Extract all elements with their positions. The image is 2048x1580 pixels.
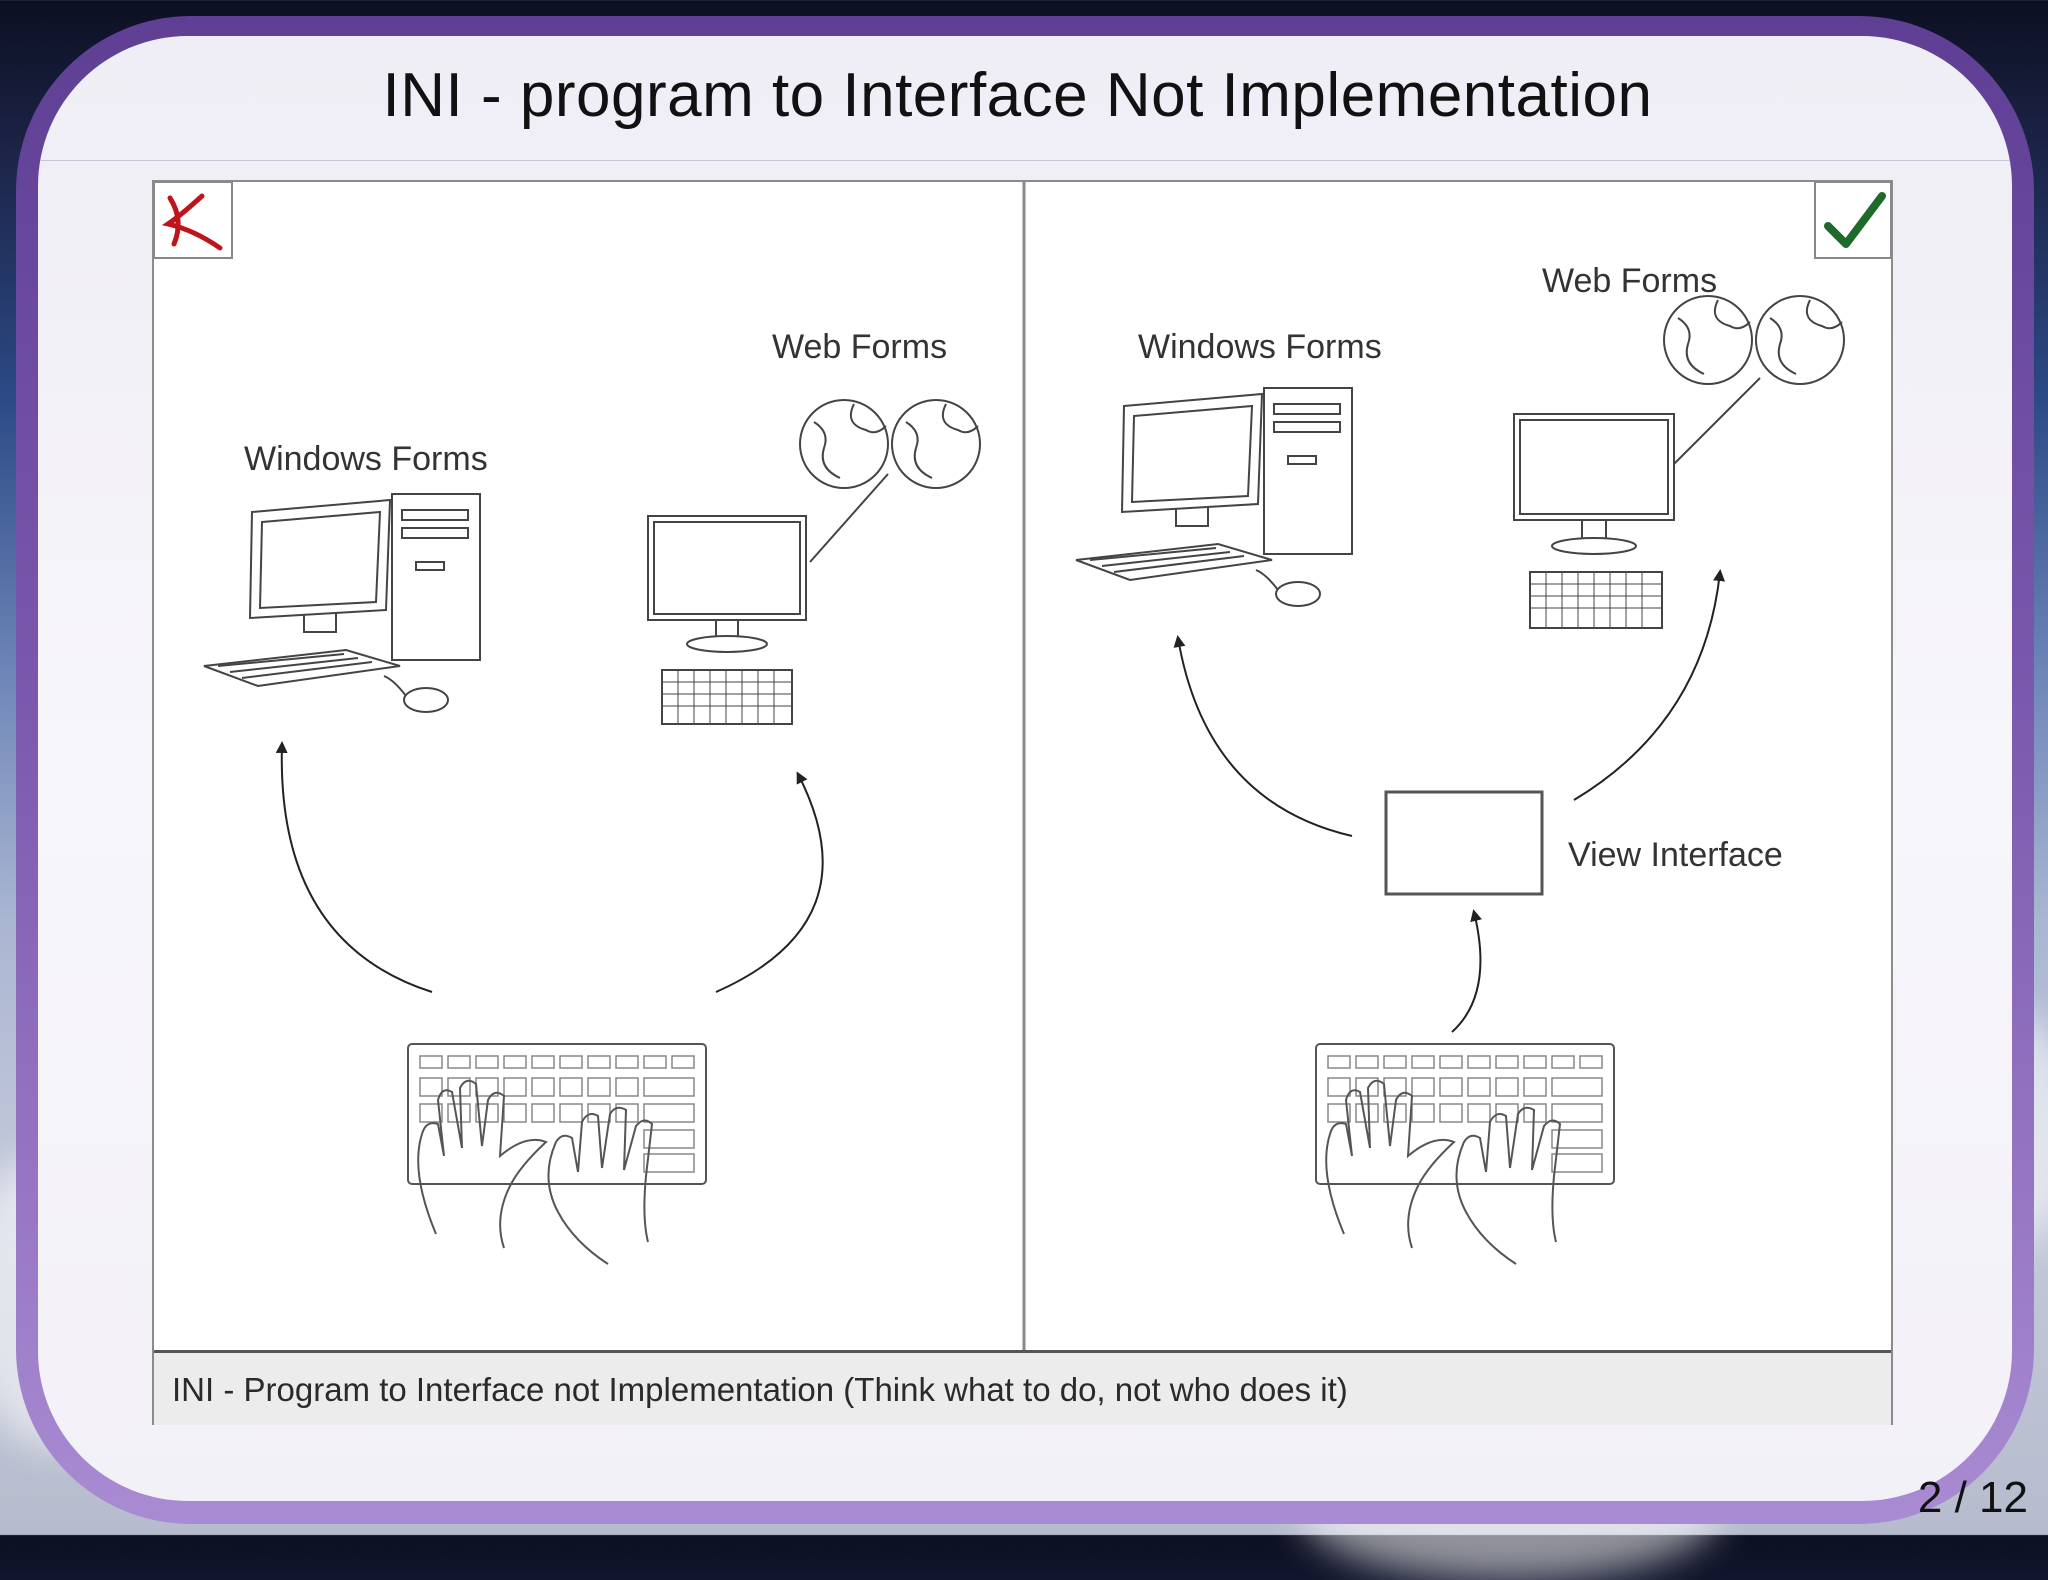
arrow-interface-to-web-forms <box>1573 569 1726 801</box>
left-windows-forms-label: Windows Forms <box>244 440 488 478</box>
right-web-forms-label: Web Forms <box>1542 262 1718 300</box>
right-windows-forms-label: Windows Forms <box>1138 328 1382 366</box>
view-interface-label: View Interface <box>1568 836 1783 874</box>
arrow-interface-to-windows-forms <box>1173 635 1353 837</box>
diagram-illustration <box>154 182 1891 1350</box>
left-web-forms-label: Web Forms <box>772 328 948 366</box>
web-globe-icon <box>1663 295 1845 465</box>
arrow-to-web-forms <box>715 771 824 993</box>
diagram-panel: Windows Forms Web Forms Windows Forms We… <box>152 180 1893 1425</box>
keyboard-hands-icon <box>407 1043 707 1265</box>
web-globe-icon <box>799 399 981 563</box>
windows-desktop-pc-icon <box>203 493 481 713</box>
view-interface-box <box>1384 790 1544 896</box>
green-checkmark-icon <box>1814 182 1891 259</box>
title-divider <box>40 160 2010 161</box>
web-monitor-icon <box>1513 413 1675 629</box>
web-monitor-icon <box>647 515 807 725</box>
diagram-caption: INI - Program to Interface not Implement… <box>172 1371 1348 1408</box>
diagram-caption-bar: INI - Program to Interface not Implement… <box>154 1350 1891 1425</box>
arrow-keyboard-to-interface <box>1451 909 1482 1033</box>
slide-title: INI - program to Interface Not Implement… <box>382 61 1653 130</box>
keyboard-hands-icon <box>1315 1043 1615 1265</box>
page-number: 2 / 12 <box>1917 1473 2028 1522</box>
red-cross-icon <box>154 182 233 259</box>
windows-desktop-pc-icon <box>1075 387 1353 607</box>
arrow-to-windows-forms <box>275 741 433 993</box>
